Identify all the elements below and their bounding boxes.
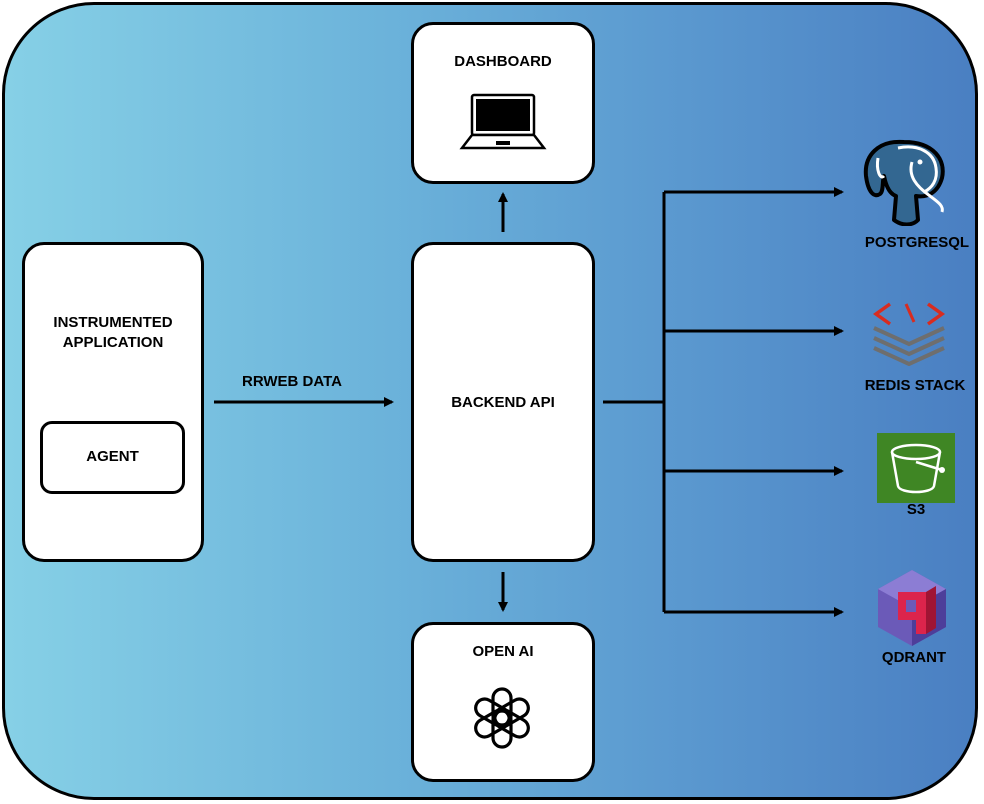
qdrant-label: QDRANT (881, 649, 947, 666)
instrumented-application-label-line2: APPLICATION (62, 334, 164, 351)
rrweb-data-label: RRWEB DATA (242, 373, 342, 390)
postgresql-elephant-icon (863, 139, 945, 226)
redis-stack-icon (872, 302, 946, 366)
openai-label: OPEN AI (472, 643, 534, 660)
qdrant-icon (878, 570, 946, 646)
instrumented-application-label-line1: INSTRUMENTED (53, 314, 173, 331)
dashboard-label: DASHBOARD (454, 53, 552, 70)
backend-api-label: BACKEND API (451, 394, 555, 411)
openai-box (411, 622, 595, 782)
agent-box (40, 421, 185, 494)
backend-api-box (411, 242, 595, 562)
s3-label: S3 (906, 501, 926, 518)
agent-label: AGENT (86, 448, 139, 465)
redis-stack-label: REDIS STACK (864, 377, 966, 394)
laptop-icon (459, 93, 547, 150)
s3-bucket-icon (877, 433, 955, 503)
instrumented-application-box (22, 242, 204, 562)
postgresql-label: POSTGRESQL (864, 234, 970, 251)
openai-logo-icon (474, 687, 530, 749)
